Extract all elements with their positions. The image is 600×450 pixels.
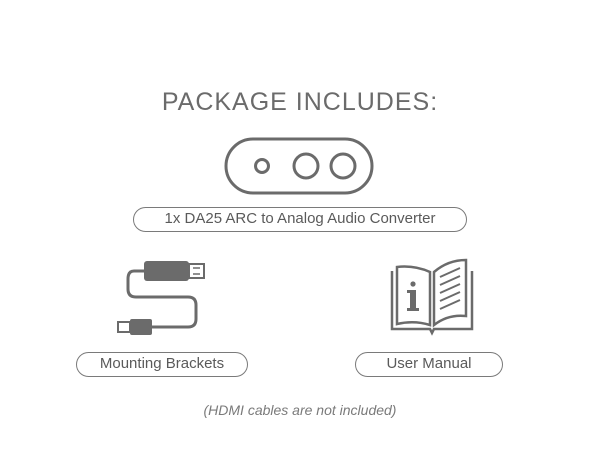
page-title: PACKAGE INCLUDES: — [161, 88, 439, 116]
cable-icon — [117, 261, 205, 335]
converter-label: 1x DA25 ARC to Analog Audio Converter — [133, 207, 467, 232]
cables-note: (HDMI cables are not included) — [203, 402, 397, 418]
mounting-brackets-label: Mounting Brackets — [76, 352, 248, 377]
manual-book-icon — [390, 258, 474, 336]
user-manual-label: User Manual — [355, 352, 503, 377]
converter-device-icon — [224, 137, 374, 195]
